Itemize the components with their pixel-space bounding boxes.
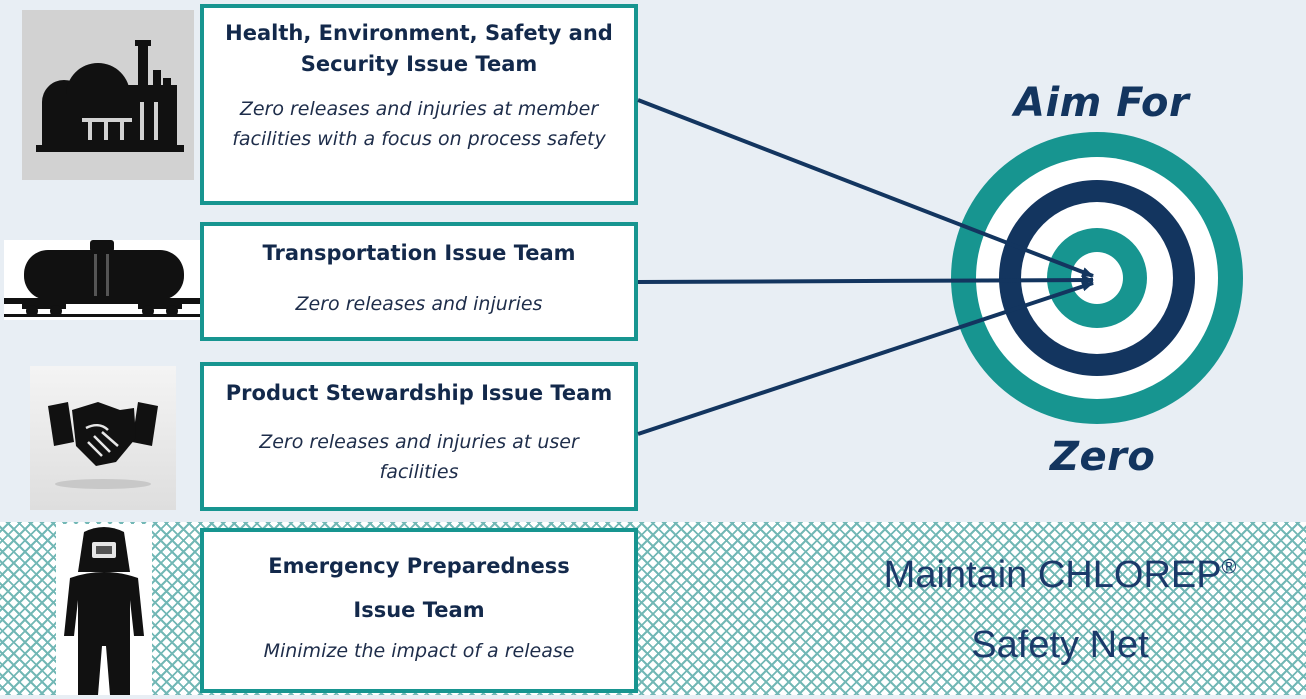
team-box-emergency-preparedness: Emergency Preparedness Issue Team Minimi… (200, 528, 638, 693)
bullseye-target (951, 132, 1243, 424)
arrow-product-stewardship (637, 281, 1094, 436)
team-title: Health, Environment, Safety and Security… (225, 21, 613, 76)
protective-suit-icon (56, 524, 152, 695)
target-top-label: Aim For (1014, 80, 1190, 126)
target-bottom-label: Zero (1050, 434, 1156, 480)
factory-icon (22, 10, 194, 180)
team-goal: Minimize the impact of a release (263, 640, 575, 662)
safety-net-line2: Safety Net (971, 624, 1149, 666)
safety-net-background (0, 522, 1306, 695)
team-goal: Zero releases and injuries at user facil… (259, 431, 579, 483)
handshake-icon (30, 366, 176, 510)
team-box-transportation: Transportation Issue Team Zero releases … (200, 222, 638, 341)
registered-mark: ® (1221, 556, 1237, 579)
safety-net-heading: Maintain CHLOREP® (840, 554, 1280, 597)
safety-net-line1: Maintain CHLOREP (883, 554, 1222, 596)
team-title: Transportation Issue Team (262, 241, 576, 265)
rail-tank-car-icon (4, 240, 200, 320)
team-title: Emergency Preparedness Issue Team (268, 554, 570, 622)
arrow-transportation (637, 275, 1094, 286)
team-goal: Zero releases and injuries (295, 293, 543, 315)
team-goal: Zero releases and injuries at member fac… (232, 98, 606, 150)
team-box-hess: Health, Environment, Safety and Security… (200, 4, 638, 205)
arrow-hess (637, 98, 1094, 278)
team-title: Product Stewardship Issue Team (225, 381, 613, 405)
team-box-product-stewardship: Product Stewardship Issue Team Zero rele… (200, 362, 638, 511)
